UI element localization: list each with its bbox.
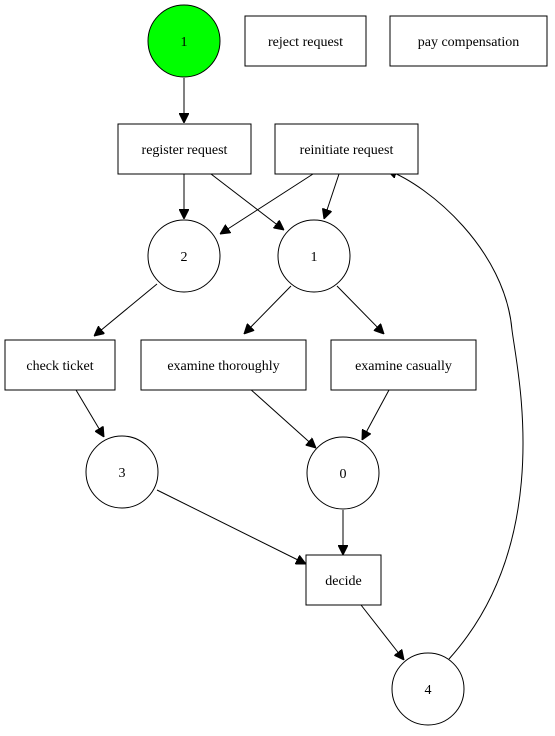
place-2: 2: [147, 219, 221, 293]
place-start-marked: 1: [147, 4, 221, 78]
transition-register-request: register request: [117, 123, 252, 175]
edge-place-1-to-examine-thoroughly: [244, 285, 292, 334]
place-label: 1: [311, 250, 318, 265]
place-label: 3: [119, 466, 126, 481]
transition-label: check ticket: [26, 359, 93, 374]
place-3: 3: [85, 435, 159, 509]
edge-decide-to-place-4: [360, 604, 404, 660]
edge-check-ticket-to-place-3: [75, 389, 104, 437]
transition-box: [244, 15, 367, 67]
edge-place-2-to-check-ticket: [94, 283, 158, 336]
edge-reinitiate-request-to-place-2: [220, 173, 314, 234]
place-label: 2: [181, 250, 188, 265]
transition-examine-thoroughly: examine thoroughly: [140, 339, 307, 391]
place-label: 1: [181, 35, 188, 50]
edges: [75, 78, 524, 660]
transition-label: pay compensation: [418, 35, 519, 50]
place-circle: [85, 435, 159, 509]
place-label: 4: [425, 683, 432, 698]
edge-examine-thoroughly-to-place-0: [248, 387, 316, 448]
place-circle: [306, 436, 380, 510]
edge-place-1-to-examine-casually: [336, 285, 384, 334]
transition-reject-request: reject request: [244, 15, 367, 67]
transition-box: [117, 123, 252, 175]
transition-box: [4, 339, 116, 391]
transition-label: examine thoroughly: [167, 359, 279, 374]
transition-label: examine casually: [355, 359, 452, 374]
edge-examine-casually-to-place-0: [362, 389, 390, 440]
place-circle: [391, 652, 465, 726]
transition-box: [274, 123, 419, 175]
transition-pay-compensation: pay compensation: [389, 15, 548, 67]
edge-place-3-to-decide: [156, 489, 306, 564]
transition-box: [330, 339, 477, 391]
place-0: 0: [306, 436, 380, 510]
transition-check-ticket: check ticket: [4, 339, 116, 391]
place-4: 4: [391, 652, 465, 726]
place-label: 0: [340, 467, 347, 482]
transition-box: [305, 554, 382, 606]
place-circle: [277, 219, 351, 293]
transition-decide: decide: [305, 554, 382, 606]
transition-label: register request: [142, 143, 228, 158]
transition-reinitiate-request: reinitiate request: [274, 123, 419, 175]
place-circle: [147, 4, 221, 78]
transition-box: [389, 15, 548, 67]
transition-box: [140, 339, 307, 391]
transition-label: decide: [325, 574, 362, 589]
edge-reinitiate-request-to-place-1: [324, 173, 340, 219]
edge-place-4-to-reinitiate-request: [387, 170, 524, 660]
place-1: 1: [277, 219, 351, 293]
edge-register-request-to-place-1: [210, 173, 284, 230]
transition-label: reject request: [268, 35, 343, 50]
place-circle: [147, 219, 221, 293]
transition-examine-casually: examine casually: [330, 339, 477, 391]
transition-label: reinitiate request: [300, 143, 394, 158]
